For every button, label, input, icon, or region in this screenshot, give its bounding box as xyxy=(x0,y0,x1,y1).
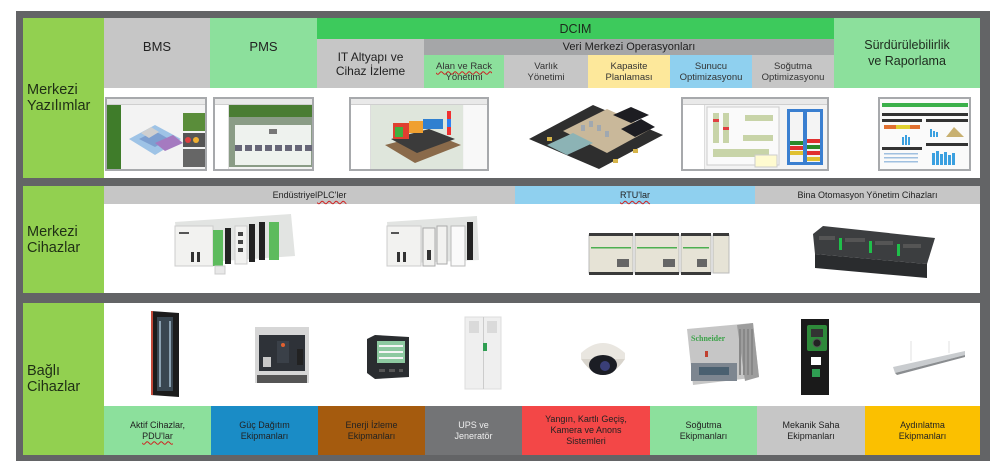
label-line: Cihazlar xyxy=(27,239,81,256)
category-line: Ekipmanları xyxy=(240,430,289,441)
chiller-brand-text: Schneider xyxy=(691,334,726,343)
label-line: Bağlı xyxy=(27,363,61,379)
category-line: Ekipmanları xyxy=(787,430,835,441)
label-line: Merkezi xyxy=(27,223,78,240)
building-automation-controller xyxy=(813,226,935,278)
variable-speed-drive-icon xyxy=(801,319,829,395)
sub-line: Varlık xyxy=(534,60,558,72)
category-line: Ekipmanları xyxy=(898,430,947,441)
category-line: Kamera ve Anons xyxy=(550,425,622,435)
sub-line: Sunucu xyxy=(694,60,728,72)
circuit-breaker-icon xyxy=(255,327,309,383)
sub-line: Kapasite xyxy=(610,60,648,72)
category-line: Enerji İzleme xyxy=(345,419,398,430)
sub-line: Alan ve Rack xyxy=(436,60,492,72)
category-line: Mekanik Saha xyxy=(782,419,840,430)
plc-rack-large xyxy=(174,214,295,275)
rtu-modules xyxy=(588,233,730,275)
category-line: Soğutma xyxy=(685,419,722,430)
header-datacenter-operations: Veri Merkezi Operasyonları xyxy=(424,39,834,55)
band-industrial-plcs: Endüstriyel PLC'ler xyxy=(104,186,515,204)
header-line: Sürdürülebilirlik xyxy=(864,38,950,52)
power-meter-icon xyxy=(367,335,409,379)
band-rtus: RTU'lar xyxy=(515,186,755,204)
it-monitoring-3d-screenshot xyxy=(349,97,489,171)
server-optimization-screenshot xyxy=(681,97,829,171)
sub-line: Planlaması xyxy=(605,71,653,83)
ceiling-light-icon xyxy=(893,341,965,375)
sub-line: Optimizasyonu xyxy=(761,71,825,83)
label-line: Yazılımlar xyxy=(27,98,91,114)
category-active-devices-pdus: Aktif Cihazlar,PDU'lar xyxy=(104,406,211,455)
sub-line: Soğutma xyxy=(773,60,813,72)
header-line: ve Raporlama xyxy=(868,54,946,68)
label-line: Merkezi xyxy=(27,82,78,98)
chiller-unit-icon: Schneider xyxy=(687,323,759,385)
header-line: Cihaz İzleme xyxy=(335,63,406,78)
category-line: Ekipmanları xyxy=(347,430,396,441)
category-line: UPS ve xyxy=(458,419,489,430)
plc-rack-small xyxy=(386,216,479,267)
band-text: RTU'lar xyxy=(619,190,651,200)
category-line: Aydınlatma xyxy=(900,419,945,430)
pms-screenshot xyxy=(213,97,314,171)
ups-cabinet-icon xyxy=(464,316,502,390)
header-sustainability-reporting: Sürdürülebilirlik ve Raporlama xyxy=(834,18,980,88)
bms-screenshot xyxy=(105,97,207,171)
sub-line: Optimizasyonu xyxy=(679,71,743,83)
band-text: PLC'ler xyxy=(317,190,347,200)
sustainability-dashboard-screenshot xyxy=(878,97,971,171)
header-pms: PMS xyxy=(210,18,317,88)
label-line: Cihazlar xyxy=(27,379,81,395)
data-center-floor-3d xyxy=(523,97,668,171)
band-building-automation: Bina Otomasyon Yönetim Cihazları xyxy=(755,186,980,204)
sub-line: Yönetimi xyxy=(527,71,565,83)
header-bms: BMS xyxy=(104,18,210,88)
dome-camera-icon xyxy=(581,343,625,375)
category-line: Ekipmanları xyxy=(679,430,728,441)
category-line: Aktif Cihazlar, xyxy=(129,419,186,430)
category-line: Yangın, Kartlı Geçiş, xyxy=(545,414,627,424)
server-rack-icon xyxy=(151,311,179,397)
header-line: IT Altyapı ve xyxy=(337,49,404,64)
band-text: Endüstriyel xyxy=(272,190,318,200)
category-line: Sistemleri xyxy=(566,436,606,446)
sub-line: Yönetimi xyxy=(445,71,483,83)
category-line: Jeneratör xyxy=(454,430,493,441)
category-line: PDU'lar xyxy=(142,430,173,441)
header-dcim: DCIM xyxy=(317,18,834,39)
category-line: Güç Dağıtım xyxy=(239,419,290,430)
